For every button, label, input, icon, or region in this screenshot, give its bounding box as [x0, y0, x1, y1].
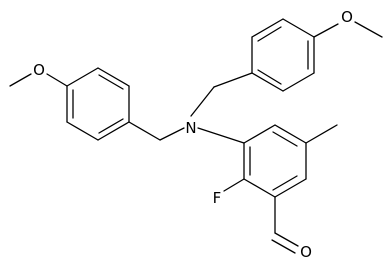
central-benzene-ring [243, 124, 307, 198]
bond [128, 121, 161, 141]
bond [46, 73, 68, 87]
bond [97, 121, 130, 141]
oxygen-label: O [341, 8, 353, 26]
bond [282, 72, 315, 92]
bond [223, 178, 245, 192]
bond [66, 67, 99, 87]
right-benzene-ring [251, 18, 315, 92]
bond [274, 178, 307, 198]
bond [274, 232, 299, 247]
aromatic-inner-bond [272, 175, 298, 191]
oxygen-label: O [300, 243, 312, 261]
bond [9, 73, 32, 87]
bond [251, 18, 284, 38]
bond [190, 86, 215, 117]
bond [354, 21, 383, 38]
bond [271, 239, 296, 254]
nitrogen-label: N [185, 119, 196, 137]
bond [282, 18, 315, 38]
methyl-bond [305, 124, 338, 144]
left-benzene-ring [66, 67, 130, 141]
bond [251, 72, 284, 92]
bond [243, 178, 276, 198]
aromatic-inner-bond [98, 118, 124, 134]
aromatic-inner-bond [257, 69, 282, 85]
bond [313, 23, 339, 38]
bond [213, 72, 253, 88]
aromatic-inner-bond [257, 26, 282, 42]
bond [159, 127, 185, 141]
bond [274, 124, 307, 144]
aldehyde-group: O [271, 196, 312, 261]
right-methoxy-group: O [313, 8, 383, 38]
fluorine-label: F [213, 189, 222, 207]
oxygen-label: O [33, 61, 45, 79]
bond [243, 124, 276, 144]
bond [97, 67, 130, 87]
aromatic-inner-bond [98, 74, 124, 90]
bond [66, 121, 99, 141]
left-methoxy-group: O [9, 61, 68, 87]
aromatic-inner-bond [272, 131, 298, 147]
bond [197, 127, 245, 144]
